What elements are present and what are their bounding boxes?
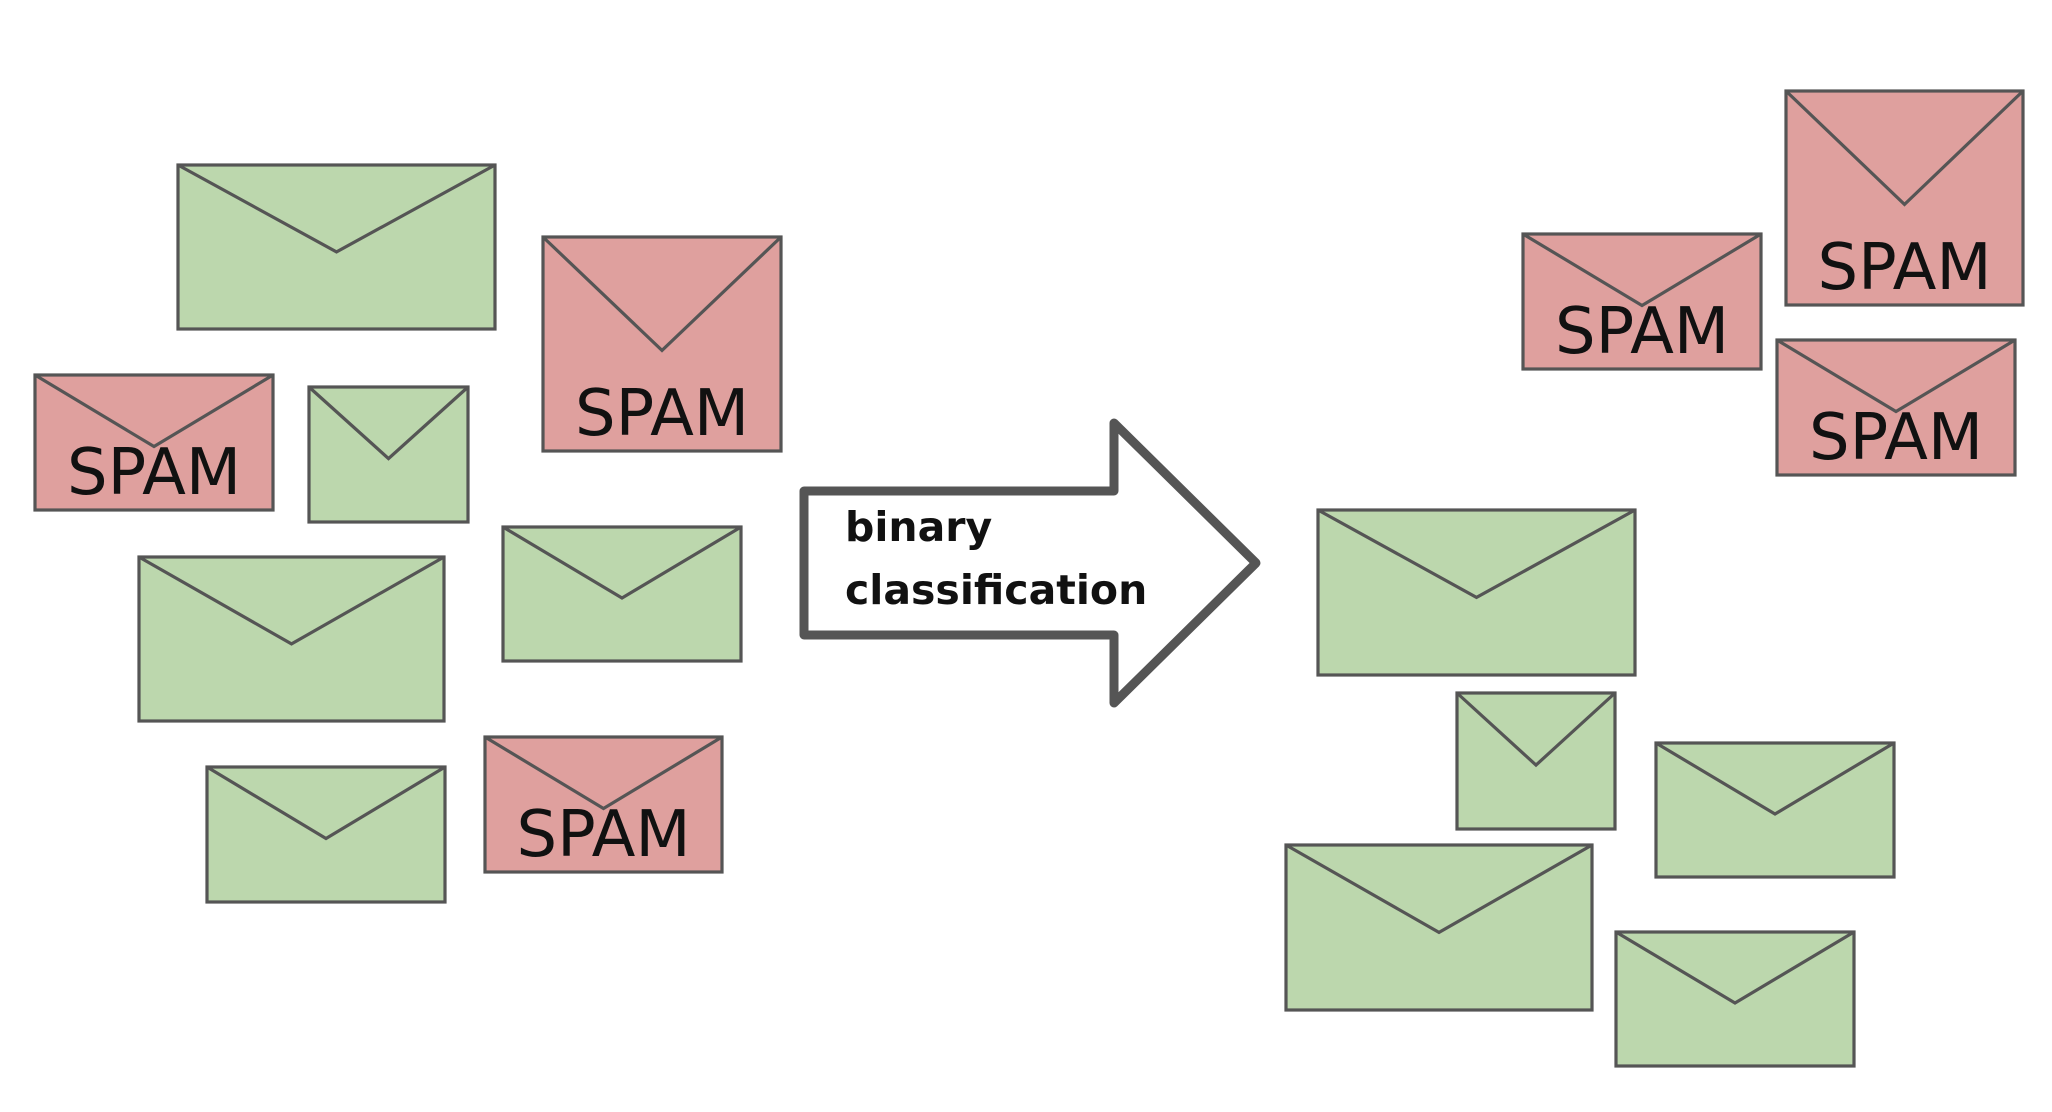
envelope-flap xyxy=(502,525,742,600)
spam-envelope-icon: SPAM xyxy=(1784,89,2025,307)
envelope-flap xyxy=(484,735,723,811)
spam-envelope-icon: SPAM xyxy=(541,235,783,453)
email-envelope-icon xyxy=(1284,843,1594,1012)
envelope-flap xyxy=(1615,930,1855,1005)
envelope-flap xyxy=(1522,232,1762,308)
spam-label: SPAM xyxy=(1809,401,1983,475)
spam-label: SPAM xyxy=(67,436,241,510)
envelope-flap xyxy=(307,385,470,461)
email-envelope-icon xyxy=(1316,508,1637,677)
email-envelope-icon xyxy=(501,525,743,663)
arrow-label-line1: binary xyxy=(845,503,992,551)
email-envelope-icon xyxy=(137,555,446,723)
spam-label: SPAM xyxy=(1555,295,1729,369)
email-envelope-icon xyxy=(307,385,470,524)
spam-envelope-icon: SPAM xyxy=(1521,232,1763,371)
unsorted-emails-group: SPAM SPAM SPAM xyxy=(33,163,783,904)
email-envelope-icon xyxy=(205,765,447,904)
envelope-flap xyxy=(34,373,274,449)
classification-arrow: binary classification xyxy=(799,418,1261,708)
envelope-flap xyxy=(1655,741,1895,816)
envelope-flap xyxy=(1285,843,1593,935)
spam-label: SPAM xyxy=(575,377,749,451)
spam-envelope-icon: SPAM xyxy=(1775,338,2017,477)
email-envelope-icon xyxy=(1455,691,1617,831)
envelope-flap xyxy=(1317,508,1636,600)
envelope-flap xyxy=(138,555,445,646)
email-envelope-icon xyxy=(176,163,497,331)
spam-emails-group: SPAM SPAM SPAM xyxy=(1521,89,2025,477)
envelope-flap xyxy=(1776,338,2016,414)
arrow-icon xyxy=(799,418,1261,708)
legitimate-emails-group xyxy=(1284,508,1896,1068)
arrow-label-line2: classification xyxy=(845,566,1147,614)
spam-envelope-icon: SPAM xyxy=(483,735,724,874)
email-envelope-icon xyxy=(1614,930,1856,1068)
envelope-flap xyxy=(1455,691,1617,768)
envelope-flap xyxy=(206,765,446,841)
email-envelope-icon xyxy=(1654,741,1896,879)
spam-label: SPAM xyxy=(1817,231,1991,305)
envelope-flap xyxy=(541,235,783,353)
envelope-flap xyxy=(1784,89,2025,207)
spam-envelope-icon: SPAM xyxy=(33,373,275,512)
envelope-flap xyxy=(177,163,496,254)
spam-label: SPAM xyxy=(516,798,690,872)
